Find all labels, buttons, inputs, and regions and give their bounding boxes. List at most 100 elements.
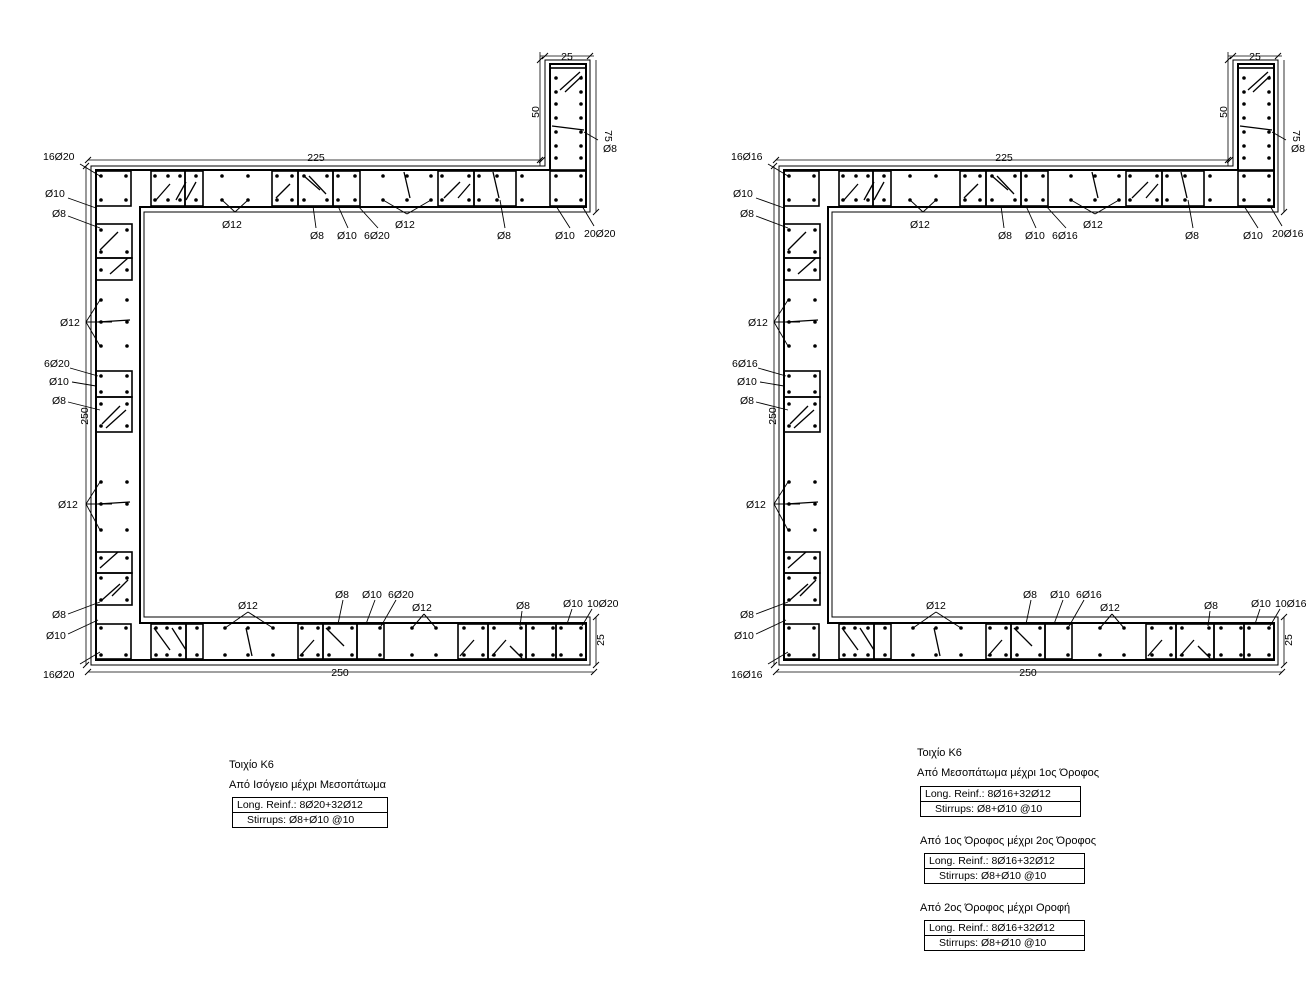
- rebar-dot: [1128, 174, 1132, 178]
- rebar-dot: [841, 174, 845, 178]
- stirrups-text: Stirrups: Ø8+Ø10 @10: [247, 814, 355, 826]
- rebar-dot: [1208, 198, 1212, 202]
- link: [382, 199, 408, 215]
- bar-label-top-d12-b: Ø12: [1083, 219, 1103, 231]
- rebar-dot: [813, 250, 817, 254]
- bar-label-left-d8-mid: Ø8: [52, 395, 66, 407]
- rebar-dot: [787, 626, 791, 630]
- hatch-line: [308, 175, 327, 195]
- rebar-dot: [99, 268, 103, 272]
- link: [912, 611, 937, 629]
- leader-line: [79, 163, 101, 177]
- bar-label-top-d8-b: Ø8: [1185, 230, 1199, 242]
- rebar-dot: [519, 653, 523, 657]
- rebar-dot: [99, 480, 103, 484]
- hatch-line: [789, 583, 809, 601]
- bar-label-bot-right-corner: 10Ø16: [1275, 598, 1307, 610]
- hatch-line: [109, 257, 129, 275]
- rebar-dot: [125, 480, 129, 484]
- rebar-dot: [1242, 144, 1246, 148]
- rebar-dot: [467, 174, 471, 178]
- hatch-line: [153, 627, 171, 651]
- rebar-dot: [787, 250, 791, 254]
- dim-label: 75: [1290, 130, 1302, 142]
- rebar-dot: [787, 374, 791, 378]
- leader-line: [1067, 599, 1085, 629]
- crosstie: [933, 627, 941, 657]
- stirrup: [473, 170, 517, 207]
- rebar-dot: [990, 174, 994, 178]
- rebar-dot: [787, 228, 791, 232]
- rebar-dot: [787, 653, 791, 657]
- bar-label-top-left-corner: 16Ø20: [43, 151, 75, 163]
- rebar-dot: [554, 174, 558, 178]
- rebar-dot: [1239, 626, 1243, 630]
- hatch-line: [1131, 181, 1149, 199]
- hatch-line: [101, 583, 121, 601]
- stirrup: [549, 67, 587, 171]
- rebar-dot: [434, 653, 438, 657]
- leader-line: [67, 215, 101, 229]
- rebar-dot: [378, 653, 382, 657]
- rebar-dot: [990, 198, 994, 202]
- rebar-dot: [178, 174, 182, 178]
- rebar-dot: [1013, 174, 1017, 178]
- hatch-line: [559, 71, 581, 91]
- leader-line: [566, 608, 573, 625]
- stirrup: [555, 623, 587, 660]
- rebar-dot: [178, 653, 182, 657]
- leader-line: [1243, 205, 1259, 229]
- rebar-dot: [1183, 198, 1187, 202]
- rebar-dot: [978, 174, 982, 178]
- bar-label-left-6bar: 6Ø16: [732, 358, 758, 370]
- rebar-dot: [492, 626, 496, 630]
- rebar-dot: [350, 653, 354, 657]
- rebar-dot: [787, 424, 791, 428]
- rebar-dot: [124, 653, 128, 657]
- rebar-dot: [1169, 626, 1173, 630]
- rebar-dot: [410, 653, 414, 657]
- rebar-dot: [882, 198, 886, 202]
- rebar-dot: [813, 502, 817, 506]
- stirrups-text: Stirrups: Ø8+Ø10 @10: [939, 937, 1047, 949]
- hatch-line: [275, 183, 291, 199]
- rebar-dot: [934, 653, 938, 657]
- stirrups-text: Stirrups: Ø8+Ø10 @10: [935, 803, 1043, 815]
- leader-line: [1187, 199, 1194, 229]
- rebar-dot: [813, 598, 817, 602]
- hatch-line: [105, 409, 127, 429]
- rebar-dot: [194, 198, 198, 202]
- wall-title-right: Τοιχίο Κ6: [917, 747, 962, 759]
- leader-line: [773, 299, 789, 323]
- leader-line: [379, 599, 397, 629]
- rebar-dot: [125, 320, 129, 324]
- leader-line: [69, 367, 99, 377]
- hatch-line: [443, 181, 461, 199]
- leader-line: [357, 205, 379, 229]
- bar-label-top-6bar: 6Ø20: [364, 230, 390, 242]
- rebar-dot: [125, 298, 129, 302]
- stirrup: [549, 170, 587, 207]
- rebar-dot: [1004, 626, 1008, 630]
- rebar-dot: [908, 174, 912, 178]
- rebar-dot: [1013, 198, 1017, 202]
- rebar-dot: [195, 626, 199, 630]
- bar-label-left-d12-a: Ø12: [60, 317, 80, 329]
- bar-label-top-d10: Ø10: [1025, 230, 1045, 242]
- wall-title-left: Τοιχίο Κ6: [229, 759, 274, 771]
- link: [221, 199, 236, 213]
- rebar-dot: [813, 298, 817, 302]
- dim-label: 225: [307, 152, 325, 164]
- rebar-dot: [1242, 156, 1246, 160]
- link: [406, 199, 432, 215]
- rebar-dot: [178, 198, 182, 202]
- hatch-line: [859, 627, 875, 651]
- hatch-line: [797, 257, 817, 275]
- dim-tick: [1280, 208, 1288, 216]
- bar-label-bot-d12-a: Ø12: [926, 600, 946, 612]
- dim-label: 250: [1019, 667, 1037, 679]
- bar-label-top-d10-b: Ø10: [555, 230, 575, 242]
- rebar-dot: [440, 174, 444, 178]
- rebar-dot: [440, 198, 444, 202]
- dim-tick: [1280, 661, 1288, 669]
